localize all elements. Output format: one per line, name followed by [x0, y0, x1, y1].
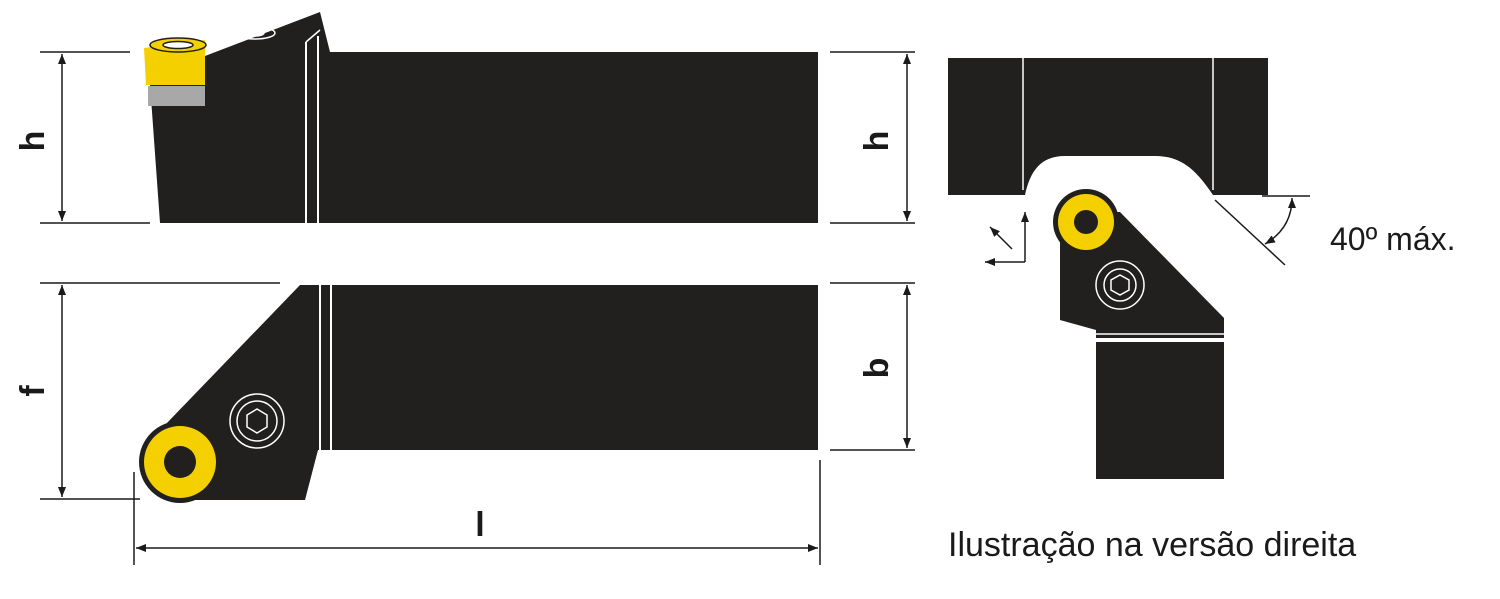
dimension-f: f: [14, 282, 280, 500]
feed-direction-arrows-icon: [985, 212, 1029, 266]
side-view-screw-icon: [234, 26, 276, 40]
label-b: b: [858, 358, 896, 379]
side-view: [144, 12, 818, 223]
label-f: f: [14, 385, 52, 397]
application-view: 40º máx.: [948, 58, 1456, 479]
application-insert: [1053, 189, 1119, 255]
top-view-insert: [139, 421, 221, 503]
dimension-b: b: [830, 282, 915, 451]
dimension-l: l: [133, 460, 821, 565]
label-h-side: h: [14, 131, 52, 152]
label-l: l: [475, 506, 484, 544]
dimension-h-side: h: [14, 51, 150, 224]
angle-label: 40º máx.: [1330, 221, 1456, 257]
side-view-shank: [150, 12, 818, 223]
application-screw-icon: [1095, 260, 1145, 310]
top-view: [139, 285, 818, 503]
side-view-insert: [144, 37, 207, 106]
caption: Ilustração na versão direita: [948, 526, 1356, 564]
top-view-shank: [165, 285, 818, 500]
label-h-end: h: [858, 131, 896, 152]
application-holder-shank: [1096, 342, 1224, 479]
angle-dimension: 40º máx.: [1214, 195, 1456, 266]
top-view-screw-icon: [229, 393, 285, 449]
workpiece: [948, 58, 1268, 195]
dimension-h-end: h: [830, 51, 915, 224]
